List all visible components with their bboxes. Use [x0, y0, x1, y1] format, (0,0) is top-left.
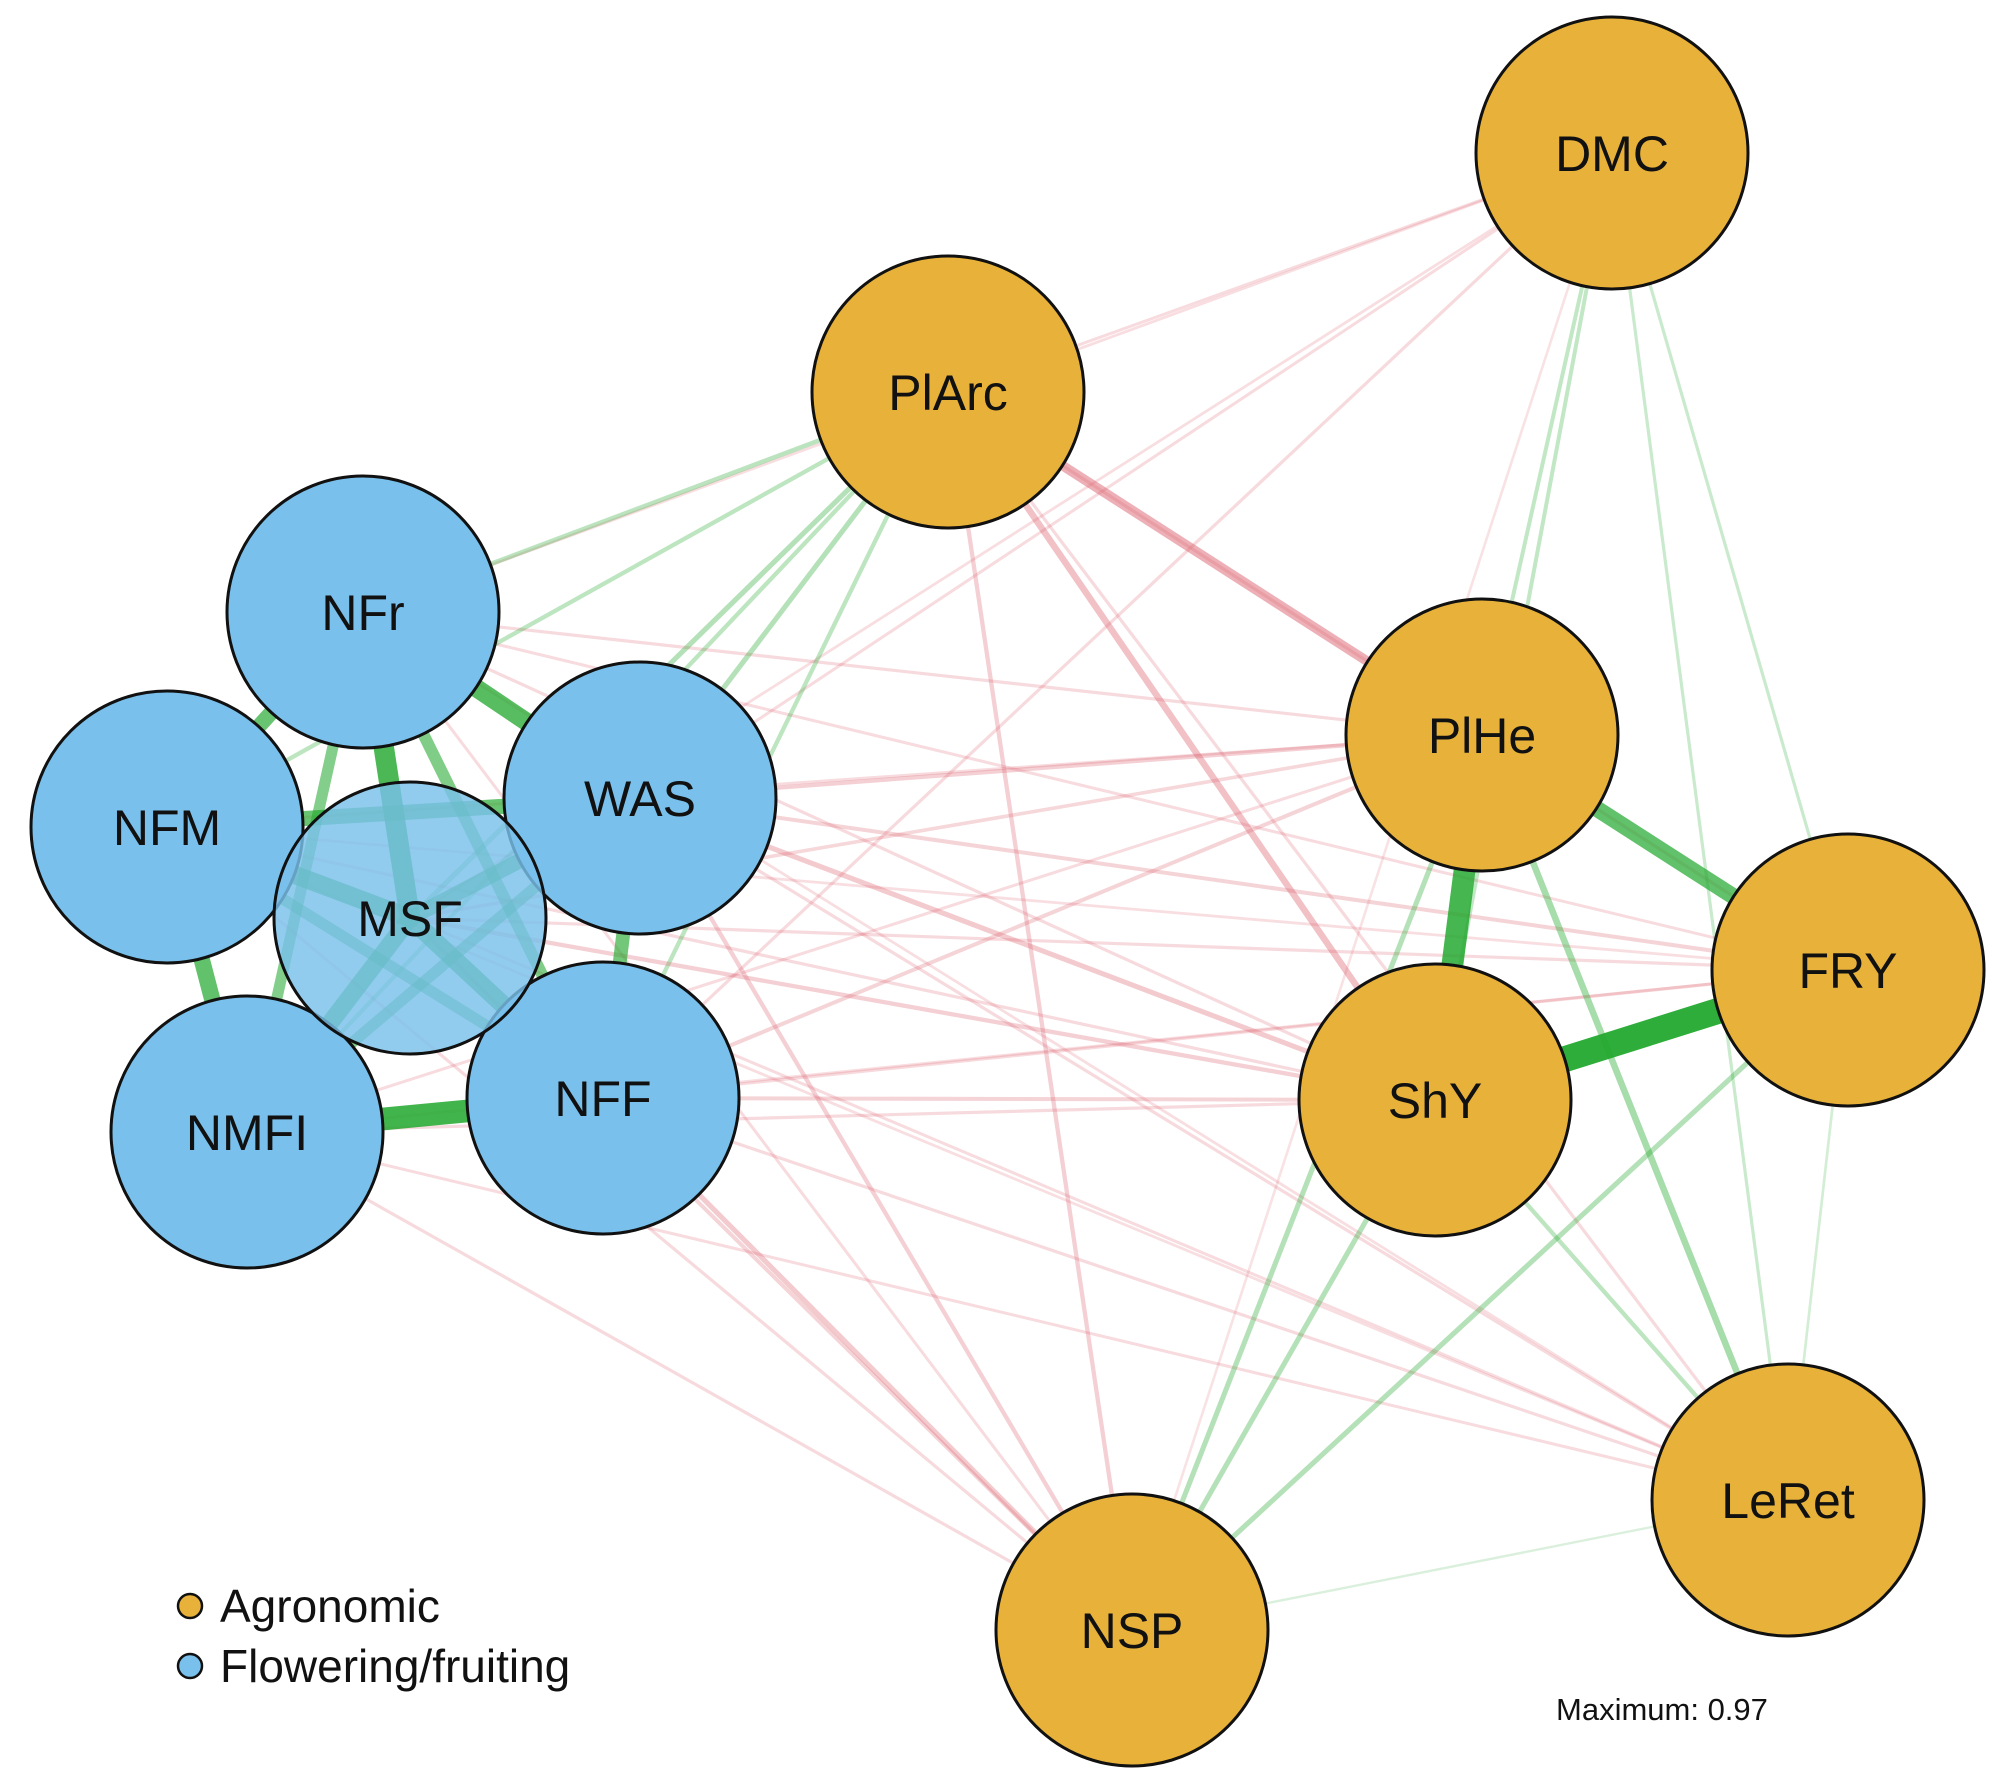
- node-DMC: DMC: [1474, 15, 1750, 291]
- node-circle-NFM: [29, 689, 305, 965]
- edge-FRY-NSP: [1129, 967, 1851, 1633]
- node-LeRet: LeRet: [1650, 1362, 1926, 1638]
- node-circle-PlArc: [810, 254, 1086, 530]
- node-label-WAS: WAS: [584, 771, 696, 827]
- node-label-MSF: MSF: [357, 891, 463, 947]
- edge-NFF-FRY: [601, 968, 1850, 1100]
- node-ShY: ShY: [1297, 962, 1573, 1238]
- node-label-PlArc: PlArc: [888, 365, 1007, 421]
- legend-label-flowering: Flowering/fruiting: [220, 1640, 570, 1692]
- node-NSP: NSP: [994, 1492, 1270, 1768]
- node-NFF: NFF: [465, 960, 741, 1236]
- node-MSF: MSF: [272, 780, 548, 1056]
- node-circle-FRY: [1710, 832, 1986, 1108]
- edge-PlHe-NSP: [1129, 732, 1485, 1633]
- edge-NMFI-ShY: [245, 1098, 1437, 1134]
- node-NFr: NFr: [225, 474, 501, 750]
- edge-NFr-ShY: [361, 610, 1437, 1102]
- node-NFM: NFM: [29, 689, 305, 965]
- node-circle-DMC: [1474, 15, 1750, 291]
- edge-WAS-PlHe: [637, 732, 1485, 801]
- edge-NMFI-PlHe: [245, 733, 1484, 1134]
- node-PlArc: PlArc: [810, 254, 1086, 530]
- node-circle-PlHe: [1344, 597, 1620, 873]
- edge-WAS-ShY: [637, 795, 1438, 1103]
- edge-MSF-ShY: [407, 915, 1438, 1103]
- node-circle-NFr: [225, 474, 501, 750]
- node-label-NSP: NSP: [1081, 1603, 1184, 1659]
- legend-swatch-flowering: [176, 1652, 204, 1680]
- edge-NFF-PlHe: [601, 733, 1484, 1100]
- node-PlHe: PlHe: [1344, 597, 1620, 873]
- edge-NMFI-LeRet: [245, 1130, 1790, 1502]
- edge-NFF-ShY: [601, 1096, 1437, 1102]
- node-label-PlHe: PlHe: [1428, 708, 1536, 764]
- edge-PlArc-NFM: [164, 389, 951, 830]
- node-label-NFF: NFF: [554, 1071, 651, 1127]
- node-NMFI: NMFI: [109, 994, 385, 1270]
- edge-NMFI-NSP: [245, 1130, 1134, 1632]
- node-circle-NFF: [465, 960, 741, 1236]
- edge-PlArc-ShY: [944, 388, 1439, 1104]
- node-circle-ShY: [1297, 962, 1573, 1238]
- edge-DMC-LeRet: [1610, 151, 1790, 1502]
- node-circle-WAS: [502, 660, 778, 936]
- node-WAS: WAS: [502, 660, 778, 936]
- node-label-ShY: ShY: [1388, 1073, 1483, 1129]
- node-label-NMFI: NMFI: [186, 1105, 308, 1161]
- edge-WAS-NSP: [637, 795, 1135, 1633]
- node-circle-NMFI: [109, 994, 385, 1270]
- node-circle-LeRet: [1650, 1362, 1926, 1638]
- node-label-NFM: NFM: [113, 800, 221, 856]
- node-label-LeRet: LeRet: [1721, 1473, 1855, 1529]
- edge-NFr-PlHe: [361, 610, 1484, 737]
- node-circle-MSF: [272, 780, 548, 1056]
- edge-DMC-NSP: [1130, 151, 1614, 1632]
- edge-WAS-FRY: [638, 796, 1850, 972]
- edge-DMC-WAS: [638, 151, 1614, 800]
- legend: Agronomic Flowering/fruiting: [176, 1580, 570, 1692]
- edge-DMC-NFF: [601, 151, 1614, 1100]
- node-circle-NSP: [994, 1492, 1270, 1768]
- node-label-DMC: DMC: [1555, 126, 1669, 182]
- legend-swatch-agronomic: [176, 1592, 204, 1620]
- maximum-label: Maximum: 0.97: [1556, 1692, 1768, 1727]
- edge-DMC-FRY: [1610, 151, 1850, 972]
- edge-PlArc-NSP: [945, 389, 1135, 1633]
- node-label-NFr: NFr: [321, 585, 404, 641]
- edge-WAS-LeRet: [638, 796, 1790, 1502]
- edge-NFF-LeRet: [601, 1096, 1790, 1502]
- edge-NFr-NSP: [361, 610, 1134, 1632]
- legend-label-agronomic: Agronomic: [220, 1580, 440, 1632]
- node-FRY: FRY: [1710, 832, 1986, 1108]
- edge-PlArc-LeRet: [946, 390, 1790, 1502]
- node-label-FRY: FRY: [1798, 943, 1897, 999]
